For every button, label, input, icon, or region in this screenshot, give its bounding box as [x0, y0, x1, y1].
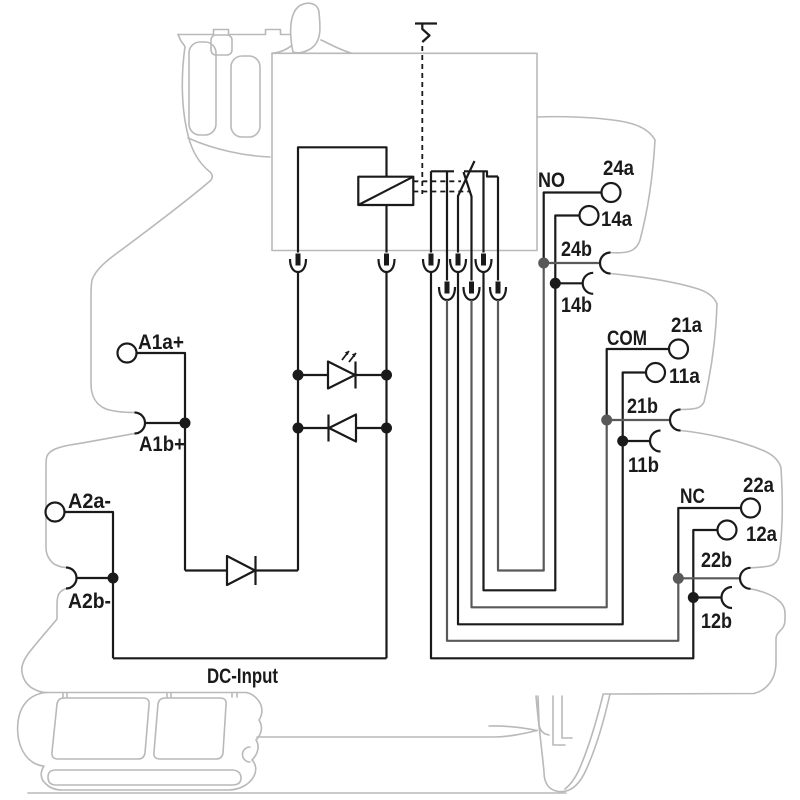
label-a1a: A1a+: [138, 331, 184, 354]
plug-contacts: [288, 253, 508, 302]
label-12b: 12b: [701, 610, 732, 633]
label-24a: 24a: [603, 157, 634, 180]
socket-12b: [720, 585, 733, 610]
series-diode-icon: [185, 554, 298, 587]
label-22a: 22a: [743, 474, 774, 497]
label-11b: 11b: [628, 454, 659, 477]
contact-lever: [462, 171, 473, 281]
latch-hook: [289, 2, 321, 54]
label-22b: 22b: [701, 549, 732, 572]
changeover-contacts: [429, 160, 500, 281]
label-14b: 14b: [561, 294, 592, 317]
label-com: COM: [607, 327, 647, 350]
label-21b: 21b: [627, 395, 658, 418]
socket-24b: [598, 251, 611, 275]
label-14a: 14a: [601, 208, 632, 231]
housing-right-edge: [536, 115, 656, 254]
terminal-a1a: [116, 342, 138, 364]
housing-left-edge: [90, 33, 214, 414]
label-no: NO: [538, 169, 565, 192]
release-latch: [177, 2, 353, 158]
label-a1b: A1b+: [139, 433, 185, 456]
terminal-24a: [600, 181, 622, 204]
socket-14b: [581, 271, 594, 295]
label-dc-input: DC-Input: [207, 665, 278, 688]
rail-clip: [535, 693, 611, 793]
terminal-21a: [667, 338, 690, 360]
label-a2b: A2b-: [68, 590, 111, 613]
din-rail-foot: [16, 691, 263, 791]
terminal-a2a: [44, 501, 66, 523]
label-11a: 11a: [669, 365, 700, 388]
terminal-22a: [739, 497, 762, 519]
socket-22b: [738, 566, 751, 590]
label-12a: 12a: [746, 523, 777, 546]
led-icon: [298, 350, 387, 390]
reverse-diode-icon: [298, 413, 387, 443]
module-outline: [16, 2, 786, 794]
terminal-14a: [578, 204, 600, 227]
terminal-12a: [716, 519, 738, 541]
socket-a1b: [134, 411, 147, 435]
socket-a2b: [65, 566, 78, 590]
labels: A1a+ A1b+ A2a- A2b- DC-Input NO 24a 14a …: [68, 157, 777, 688]
label-nc: NC: [680, 485, 705, 508]
label-24b: 24b: [561, 238, 592, 261]
label-a2a: A2a-: [68, 490, 111, 513]
relay-unit-box: [271, 52, 538, 252]
contact-lever: [456, 160, 476, 253]
relay-coil-icon: [357, 175, 415, 207]
din-rail: [27, 725, 567, 794]
latch-slot: [188, 41, 217, 136]
contact-circuit: [429, 181, 762, 660]
manual-test-button-icon: [415, 22, 437, 194]
socket-21b: [668, 408, 681, 432]
label-21a: 21a: [671, 314, 702, 337]
terminal-11a: [644, 361, 667, 384]
latch-slot: [230, 55, 261, 138]
socket-11b: [648, 429, 661, 453]
coil-circuit: [44, 22, 508, 660]
